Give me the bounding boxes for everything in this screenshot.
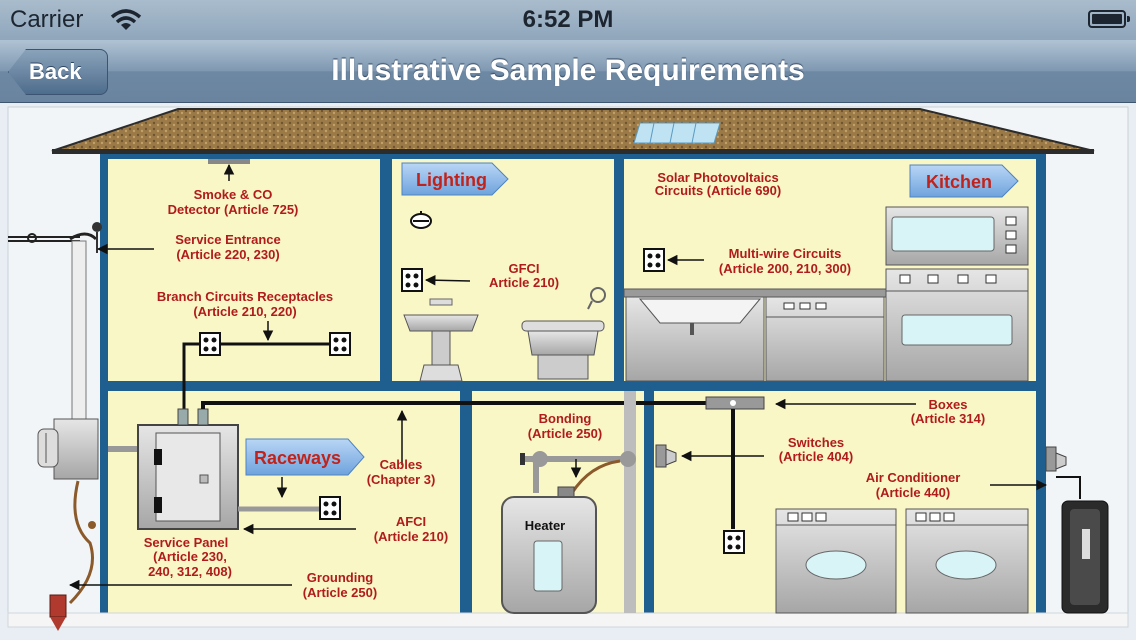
dishwasher-sink-cabinet: [625, 296, 885, 382]
label-service-entrance: Service Entrance: [175, 232, 281, 247]
raceways-tag: Raceways: [245, 438, 365, 476]
house-wiring-diagram: Lighting Kitchen Raceways Smoke & CO Det…: [0, 103, 1136, 640]
ground-rod-icon: [49, 594, 67, 631]
label-bonding-article: (Article 250): [528, 426, 602, 441]
label-smoke-detector-article: Detector (Article 725): [168, 202, 299, 217]
kitchen-tag-label: Kitchen: [926, 172, 992, 192]
label-gfci: GFCI: [508, 261, 539, 276]
label-branch-circuits-article: (Article 210, 220): [193, 304, 296, 319]
label-service-panel-articles-2: 240, 312, 408): [148, 564, 232, 579]
clock: 6:52 PM: [522, 6, 614, 33]
lighting-tag: Lighting: [401, 162, 509, 196]
house-illustration: Lighting Kitchen Raceways Smoke & CO Det…: [0, 103, 1136, 640]
label-cables: Cables: [380, 457, 423, 472]
label-service-panel: Service Panel: [144, 535, 229, 550]
label-smoke-detector: Smoke & CO: [194, 187, 273, 202]
receptacle-icon: [643, 248, 665, 272]
label-multiwire-article: (Article 200, 210, 300): [719, 261, 851, 276]
dryer-icon: [905, 508, 1029, 614]
page-title: Illustrative Sample Requirements: [331, 54, 805, 87]
wifi-icon: [110, 9, 142, 30]
microwave-icon: [885, 206, 1029, 266]
label-gfci-article: Article 210): [489, 275, 559, 290]
label-branch-circuits: Branch Circuits Receptacles: [157, 289, 333, 304]
label-bonding: Bonding: [539, 411, 592, 426]
receptacle-icon: [723, 530, 745, 554]
label-afci-article: (Article 210): [374, 529, 448, 544]
label-boxes-article: (Article 314): [911, 411, 985, 426]
solar-panel-icon: [633, 122, 721, 144]
receptacle-icon: [199, 332, 221, 356]
roof: [51, 108, 1095, 152]
label-solar: Solar Photovoltaics: [657, 170, 778, 185]
receptacle-icon: [329, 332, 351, 356]
label-boxes: Boxes: [928, 397, 967, 412]
toilet-icon: [521, 287, 606, 380]
raceways-tag-label: Raceways: [254, 448, 341, 468]
gfci-receptacle-icon: [401, 268, 423, 292]
battery-icon: [1088, 10, 1130, 28]
washer-icon: [775, 508, 897, 614]
label-service-panel-article: (Article 230,: [153, 549, 227, 564]
afci-receptacle-icon: [319, 496, 341, 520]
label-switches: Switches: [788, 435, 844, 450]
label-grounding: Grounding: [307, 570, 373, 585]
sink-icon: [403, 298, 479, 382]
label-heater: Heater: [525, 518, 565, 533]
label-solar-article: Circuits (Article 690): [655, 183, 781, 198]
smoke-detector-icon: [208, 159, 250, 164]
service-panel-icon: [137, 424, 239, 530]
label-cables-chapter: (Chapter 3): [367, 472, 436, 487]
switch-icon: [655, 444, 677, 468]
label-grounding-article: (Article 250): [303, 585, 377, 600]
back-button[interactable]: Back: [8, 49, 108, 95]
water-heater-icon: [501, 486, 597, 614]
label-switches-article: (Article 404): [779, 449, 853, 464]
navigation-bar: Back Illustrative Sample Requirements: [0, 40, 1136, 103]
oven-icon: [885, 268, 1029, 382]
label-afci: AFCI: [396, 514, 426, 529]
label-multiwire: Multi-wire Circuits: [729, 246, 842, 261]
kitchen-tag: Kitchen: [909, 164, 1019, 198]
carrier-label: Carrier: [10, 6, 84, 33]
air-conditioner-icon: [1061, 500, 1109, 614]
label-air-conditioner: Air Conditioner: [866, 470, 961, 485]
ac-disconnect-icon: [1045, 446, 1081, 499]
lighting-tag-label: Lighting: [416, 170, 487, 190]
electric-meter-icon: [37, 418, 99, 480]
status-bar: Carrier 6:52 PM: [0, 0, 1136, 40]
ceiling-light-icon: [410, 211, 432, 229]
label-service-entrance-article: (Article 220, 230): [176, 247, 279, 262]
label-air-conditioner-article: (Article 440): [876, 485, 950, 500]
